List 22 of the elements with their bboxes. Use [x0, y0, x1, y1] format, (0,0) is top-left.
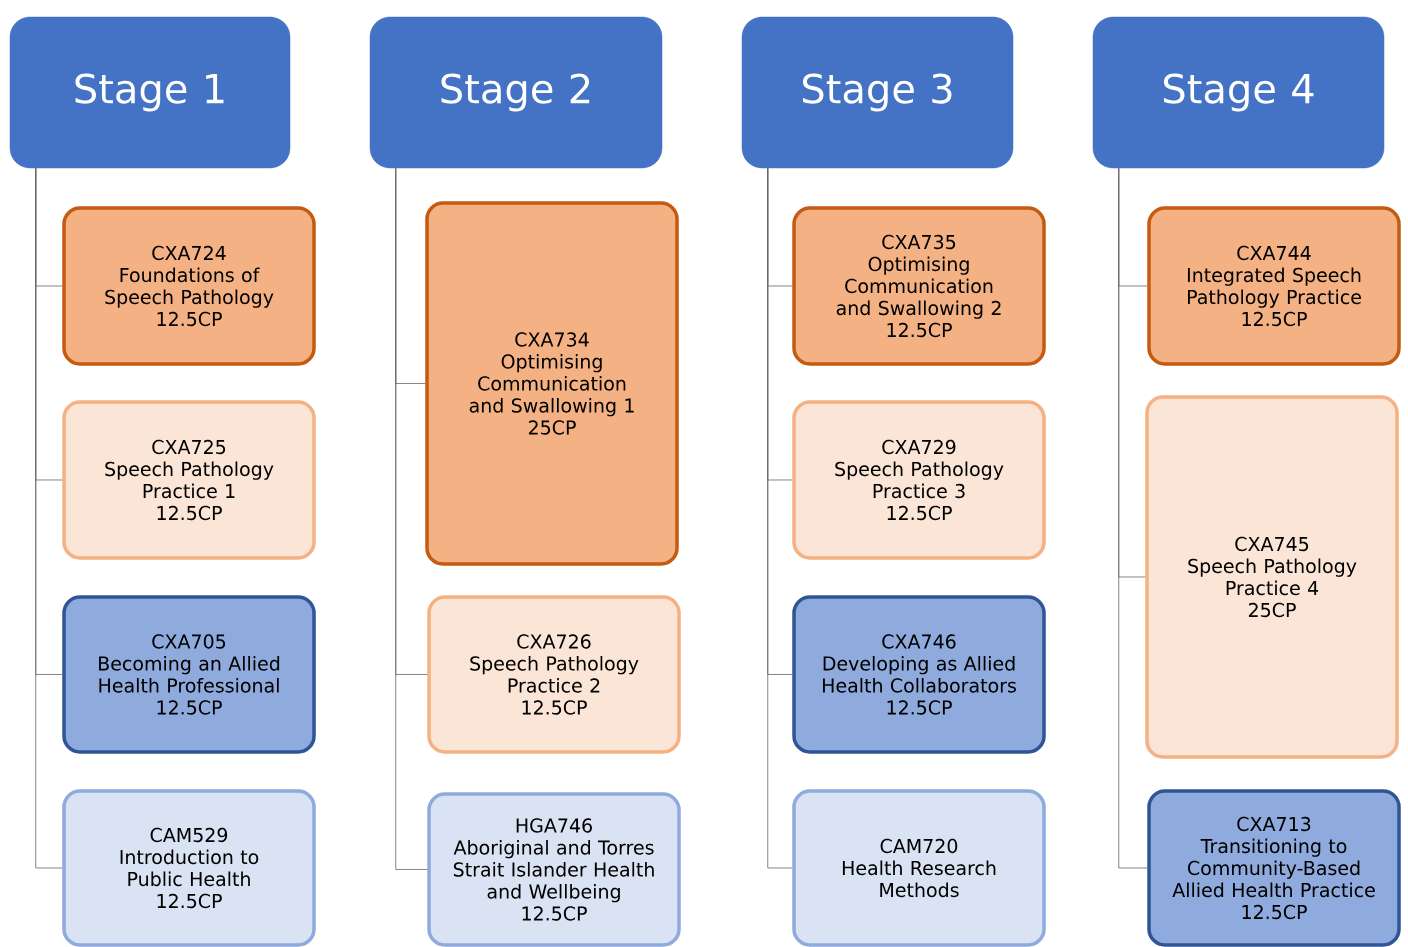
header-box: Stage 4 [1092, 16, 1385, 169]
connector-line [767, 167, 793, 869]
course-box: CXA713 Transitioning to Community-Based Allied Health Practice 12.5CP [1147, 789, 1401, 947]
course-box: CXA745 Speech Pathology Practice 4 25CP [1145, 395, 1399, 759]
course-box: CXA735 Optimising Communication and Swallowing 2 12.5CP [792, 206, 1046, 366]
course-box: CXA744 Integrated Speech Pathology Practice 12.5CP [1147, 206, 1401, 366]
connector-line [35, 167, 63, 869]
course-box: CXA725 Speech Pathology Practice 1 12.5CP [62, 400, 316, 560]
course-box: CXA734 Optimising Communication and Swallowing 1 25CP [425, 201, 679, 566]
course-box: CXA724 Foundations of Speech Pathology 12.5CP [62, 206, 316, 366]
course-box: CXA746 Developing as Allied Health Collaborators 12.5CP [792, 595, 1046, 754]
course-box: CXA726 Speech Pathology Practice 2 12.5CP [427, 595, 681, 754]
connector-line [1118, 167, 1148, 869]
course-box: CXA729 Speech Pathology Practice 3 12.5CP [792, 400, 1046, 560]
course-box: CAM529 Introduction to Public Health 12.5CP [62, 789, 316, 947]
course-box: CAM720 Health Research Methods [792, 789, 1046, 947]
course-box: CXA705 Becoming an Allied Health Professional 12.5CP [62, 595, 316, 754]
header-box: Stage 1 [9, 16, 291, 169]
connector-line [395, 167, 428, 870]
course-box: HGA746 Aboriginal and Torres Strait Islander Health and Wellbeing 12.5CP [427, 792, 681, 947]
header-box: Stage 3 [741, 16, 1014, 169]
header-box: Stage 2 [369, 16, 663, 169]
